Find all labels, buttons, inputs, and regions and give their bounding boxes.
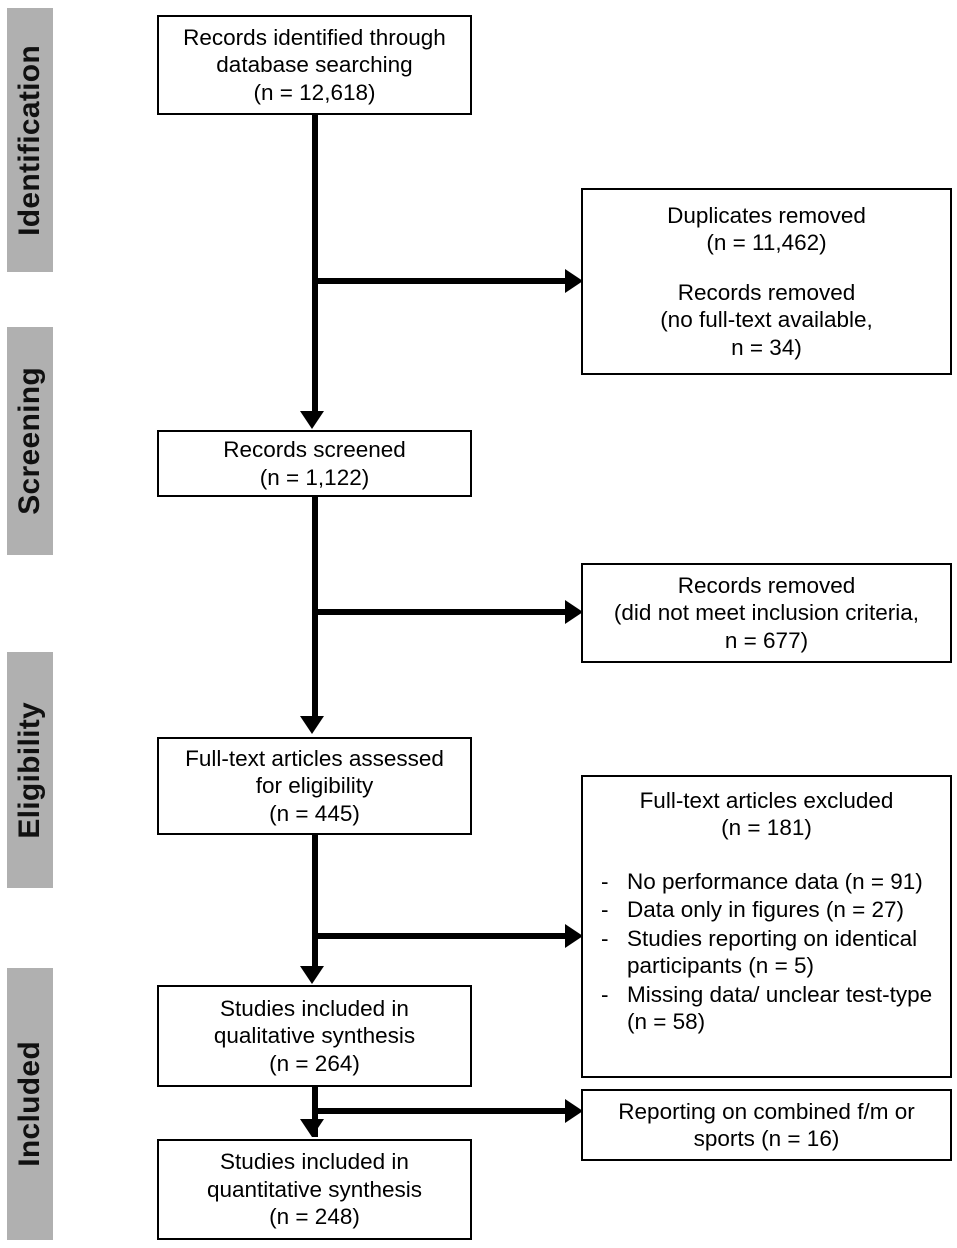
stage-label-included: Included <box>13 1041 46 1167</box>
connector-trunk-fulltext-to-qualitative <box>312 835 318 967</box>
box-records-removed: Records removed (did not meet inclusion … <box>581 563 952 663</box>
box-fulltext-assessed-line2: for eligibility <box>255 773 374 799</box>
box-duplicates-removed: Duplicates removed (n = 11,462) Records … <box>581 188 952 375</box>
box-fulltext-excluded-head2: (n = 181) <box>721 815 812 841</box>
box-records-identified: Records identified through database sear… <box>157 15 472 115</box>
box-combined-removed: Reporting on combined f/m or sports (n =… <box>581 1089 952 1161</box>
box-records-identified-line3: (n = 12,618) <box>253 79 376 105</box>
box-qualitative-synthesis: Studies included in qualitative synthesi… <box>157 985 472 1087</box>
box-qualitative-synthesis-line2: qualitative synthesis <box>213 1023 416 1049</box>
box-records-screened-line1: Records screened <box>223 437 406 463</box>
stage-bar-eligibility: Eligibility <box>7 652 53 888</box>
connector-trunk-screened-to-fulltext <box>312 497 318 717</box>
arrowhead-into-screened <box>300 411 324 429</box>
box-quantitative-synthesis-line2: quantitative synthesis <box>206 1176 423 1202</box>
arrowhead-into-records-removed <box>565 600 583 624</box>
stage-bar-screening: Screening <box>7 327 53 555</box>
box-combined-removed-line2: sports (n = 16) <box>693 1126 840 1151</box>
box-records-screened: Records screened (n = 1,122) <box>157 430 472 497</box>
arrowhead-into-combined-removed <box>565 1099 583 1123</box>
bullet-dash-icon: - <box>601 897 609 923</box>
stage-label-screening: Screening <box>13 367 46 515</box>
box-combined-removed-line1: Reporting on combined f/m or <box>618 1098 915 1124</box>
stage-label-eligibility: Eligibility <box>13 701 46 839</box>
exclusion-reason-text: Data only in figures (n = 27) <box>627 897 905 923</box>
bullet-dash-icon: - <box>601 925 609 951</box>
list-item: - No performance data (n = 91) <box>601 868 944 895</box>
box-fulltext-assessed-line3: (n = 445) <box>269 800 360 826</box>
box-records-removed-line1: Records removed <box>677 572 856 598</box>
connector-branch-to-combined-removed <box>312 1108 567 1114</box>
box-records-removed-line3: n = 677) <box>724 627 809 653</box>
connector-branch-to-duplicates-removed <box>312 278 567 284</box>
arrowhead-into-fulltext-assessed <box>300 716 324 734</box>
box-fulltext-assessed-line1: Full-text articles assessed <box>185 745 444 771</box>
box-records-identified-line2: database searching <box>216 52 413 78</box>
arrowhead-into-fulltext-excluded <box>565 924 583 948</box>
box-fulltext-assessed: Full-text articles assessed for eligibil… <box>157 737 472 835</box>
box-quantitative-synthesis-line1: Studies included in <box>220 1149 409 1175</box>
box-duplicates-removed-line3: Records removed <box>677 279 856 305</box>
arrowhead-into-quantitative <box>300 1119 324 1137</box>
box-records-screened-line2: (n = 1,122) <box>259 464 370 490</box>
connector-branch-to-fulltext-excluded <box>312 933 567 939</box>
box-duplicates-removed-line5: n = 34) <box>731 334 802 360</box>
exclusion-reason-text: Studies reporting on identical participa… <box>627 925 918 979</box>
bullet-dash-icon: - <box>601 981 609 1007</box>
box-quantitative-synthesis: Studies included in quantitative synthes… <box>157 1139 472 1240</box>
box-records-identified-line1: Records identified through <box>183 24 446 50</box>
exclusion-reason-text: No performance data (n = 91) <box>627 868 923 894</box>
connector-branch-to-records-removed <box>312 609 567 615</box>
box-qualitative-synthesis-line1: Studies included in <box>220 995 409 1021</box>
list-item: - Missing data/ unclear test-type (n = 5… <box>601 981 944 1036</box>
stage-label-identification: Identification <box>13 44 46 236</box>
stage-bar-identification: Identification <box>7 8 53 272</box>
box-duplicates-removed-line2: (n = 11,462) <box>706 230 827 256</box>
bullet-dash-icon: - <box>601 868 609 894</box>
box-records-removed-line2: (did not meet inclusion criteria, <box>613 600 920 626</box>
box-duplicates-removed-line1: Duplicates removed <box>667 202 866 228</box>
box-quantitative-synthesis-line3: (n = 248) <box>269 1204 360 1230</box>
exclusion-reason-list: - No performance data (n = 91) - Data on… <box>589 868 944 1037</box>
box-duplicates-removed-line4: (no full-text available, <box>660 307 873 333</box>
box-fulltext-excluded: Full-text articles excluded (n = 181) - … <box>581 775 952 1078</box>
arrowhead-into-qualitative <box>300 966 324 984</box>
arrowhead-into-duplicates-removed <box>565 269 583 293</box>
list-item: - Studies reporting on identical partici… <box>601 925 944 980</box>
exclusion-reason-text: Missing data/ unclear test-type (n = 58) <box>627 981 933 1035</box>
box-fulltext-excluded-head1: Full-text articles excluded <box>639 788 894 813</box>
stage-bar-included: Included <box>7 968 53 1240</box>
box-qualitative-synthesis-line3: (n = 264) <box>269 1050 360 1076</box>
connector-trunk-identified-to-screened <box>312 115 318 413</box>
list-item: - Data only in figures (n = 27) <box>601 896 944 923</box>
